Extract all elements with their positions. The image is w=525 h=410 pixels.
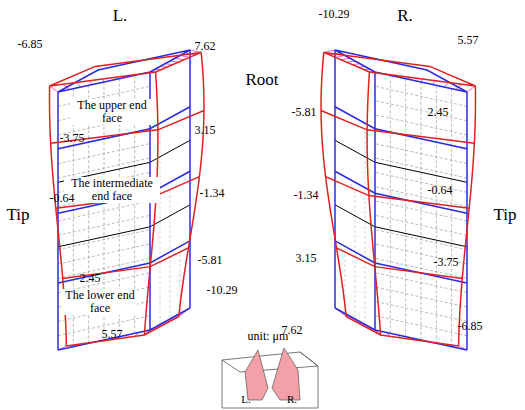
grid-line xyxy=(390,75,391,333)
callout-number: -6.85 xyxy=(18,38,43,51)
panel-edge xyxy=(459,86,476,346)
displacement-hatch xyxy=(180,56,190,58)
callout-number: 3.15 xyxy=(296,252,317,265)
callout-number: -10.29 xyxy=(319,8,350,21)
side-name: L. xyxy=(113,7,128,25)
displacement-hatch xyxy=(50,86,58,92)
grid-line xyxy=(170,190,171,319)
end-face-line xyxy=(58,241,190,283)
callout-number: 2.45 xyxy=(428,106,449,119)
grid-line xyxy=(436,85,437,343)
grid-line xyxy=(160,131,161,325)
callout-number: 3.15 xyxy=(195,124,216,137)
end-face-edge xyxy=(50,52,202,86)
callout-number: 7.62 xyxy=(195,40,216,53)
end-face-line xyxy=(321,111,474,144)
displacement-hatch xyxy=(76,83,81,88)
grid-line xyxy=(355,190,356,319)
grid-line xyxy=(405,79,406,337)
tip-label: Tip xyxy=(6,206,29,224)
section-line xyxy=(335,205,467,247)
root-label: Root xyxy=(245,71,278,89)
displacement-hatch xyxy=(444,83,449,88)
callout-number: 5.57 xyxy=(458,34,479,47)
tooth-edge xyxy=(222,352,318,372)
end-face-line xyxy=(335,241,467,283)
tooth-block xyxy=(222,352,318,408)
end-face-edge xyxy=(66,317,178,346)
side-name: R. xyxy=(397,7,413,25)
panel-edge xyxy=(374,72,376,330)
callout-number: -1.34 xyxy=(294,189,319,202)
displacement-hatch xyxy=(467,86,475,92)
end-face-line xyxy=(58,171,190,213)
end-face-line xyxy=(326,177,470,209)
callout-number: -5.81 xyxy=(292,106,317,119)
panel-edge xyxy=(334,50,336,308)
callout-number: 5.57 xyxy=(102,328,123,341)
callout-number: -6.85 xyxy=(458,320,483,333)
callout-number: -3.75 xyxy=(434,256,459,269)
end-face-line xyxy=(335,171,467,213)
face-label: The lower end face xyxy=(63,289,137,314)
callout-number: -3.75 xyxy=(60,132,85,145)
callout-number: -1.34 xyxy=(200,187,225,200)
callout-number: -0.64 xyxy=(428,184,453,197)
section-line xyxy=(58,205,190,247)
grid-line xyxy=(365,131,366,325)
end-face-line xyxy=(337,248,463,278)
inset-label: R. xyxy=(287,394,297,406)
grid-line xyxy=(421,82,422,340)
callout-number: -5.81 xyxy=(198,254,223,267)
end-face-edge xyxy=(335,308,467,350)
displacement-hatch xyxy=(335,56,345,58)
callout-number: -10.29 xyxy=(207,284,238,297)
left-face-region xyxy=(245,350,268,400)
inset-label: L. xyxy=(241,394,250,406)
panel-edge xyxy=(367,72,381,335)
unit-note: unit: μm xyxy=(248,330,289,343)
face-label: The upper end face xyxy=(70,99,154,124)
tip-label: Tip xyxy=(493,206,516,224)
end-face-edge xyxy=(346,317,458,346)
callout-number: 2.45 xyxy=(80,272,101,285)
tooth-inset xyxy=(222,348,318,408)
grid-line xyxy=(451,89,452,347)
panel-edge xyxy=(189,50,191,308)
section-line xyxy=(335,140,467,182)
face-label: The intermediate end face xyxy=(64,177,160,202)
end-face-edge xyxy=(324,52,476,86)
section-line xyxy=(58,140,190,182)
right-face-region xyxy=(272,348,300,400)
end-face-line xyxy=(56,177,200,209)
callout-number: -0.64 xyxy=(50,192,75,205)
